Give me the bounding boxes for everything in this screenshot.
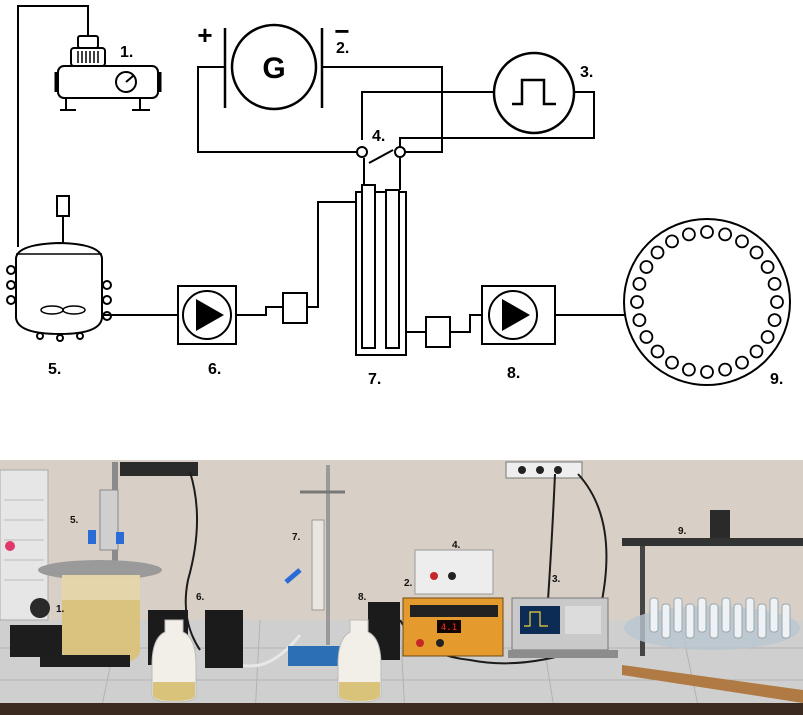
label-power-source: 2.	[336, 40, 349, 57]
sample-vial	[745, 597, 755, 633]
photo-label-reactor: 5.	[70, 515, 79, 526]
electrochemical-cell-icon	[355, 184, 407, 356]
sample-slot	[665, 355, 679, 370]
tube-filter-to-cell	[307, 201, 356, 308]
sample-slot	[760, 330, 775, 344]
label-sampler: 9.	[770, 371, 783, 388]
photo-label-signal-generator: 3.	[552, 574, 561, 585]
sample-slot	[639, 330, 654, 344]
photo-label-pump-out: 8.	[358, 592, 367, 603]
photo-cell	[284, 465, 348, 666]
label-reactor: 5.	[48, 361, 61, 378]
photo-label-cell: 7.	[292, 532, 301, 543]
photo-label-air-pump: 1.	[56, 604, 65, 615]
sample-slot	[735, 355, 749, 370]
sample-slot	[718, 362, 732, 377]
photo-label-pump-in: 6.	[196, 592, 205, 603]
air-pump-icon	[54, 35, 162, 111]
sample-vial	[721, 597, 731, 633]
sample-slot	[760, 260, 775, 274]
sample-vial	[697, 597, 707, 633]
photo-label-sampler: 9.	[678, 526, 687, 537]
generator-symbol: G	[262, 52, 285, 85]
tube-pump6-to-filter	[236, 306, 283, 316]
photo-bottle-6	[151, 619, 197, 703]
signal-wire-left	[361, 91, 493, 140]
sample-slot	[700, 365, 714, 379]
sample-vial	[733, 603, 743, 639]
signal-wire-right	[399, 91, 595, 150]
sample-slot	[767, 276, 782, 291]
sample-slot	[700, 225, 714, 239]
photo-power-display: 4.1	[441, 623, 457, 633]
sample-vial	[769, 597, 779, 633]
sample-slot	[665, 234, 679, 249]
label-pump-out: 8.	[507, 365, 520, 382]
sample-vial	[685, 603, 695, 639]
sample-slot	[630, 295, 644, 309]
label-pump-in: 6.	[208, 361, 221, 378]
sample-slot	[632, 276, 647, 291]
sample-vial	[781, 603, 791, 639]
autosampler-icon	[623, 218, 791, 386]
generator-positive-wire	[197, 66, 360, 153]
generator-icon: G + −	[197, 16, 350, 111]
sample-vial	[709, 603, 719, 639]
sample-slot	[650, 245, 665, 260]
photo-bottle-8	[337, 619, 382, 703]
sample-slot	[735, 234, 749, 249]
sample-slot	[749, 245, 764, 260]
pump-8-icon	[481, 285, 556, 345]
sample-vial	[649, 597, 659, 633]
photo-power-source: 4.1	[402, 597, 504, 657]
tube-filter-to-pump8	[450, 314, 482, 333]
sample-slot	[682, 227, 696, 242]
minus-sign: −	[334, 16, 349, 46]
generator-negative-wire	[322, 66, 443, 153]
filter-6-icon	[282, 292, 308, 324]
sample-slot	[749, 344, 764, 359]
wall-socket-left	[120, 462, 198, 476]
sample-vial	[757, 603, 767, 639]
switch-icon	[356, 146, 406, 158]
sample-slot	[767, 313, 782, 328]
sample-slot	[632, 313, 647, 328]
photo-label-switch: 4.	[452, 540, 461, 551]
label-air-pump: 1.	[120, 44, 133, 61]
sample-slot	[770, 295, 784, 309]
square-wave-generator-icon	[492, 51, 576, 135]
photo-reactor	[38, 462, 162, 667]
sample-slot	[650, 344, 665, 359]
photo-label-power-source: 2.	[404, 578, 413, 589]
photo-air-pump	[10, 598, 62, 657]
plus-sign: +	[197, 20, 212, 50]
photo-pump-6	[148, 610, 243, 668]
sample-slot	[718, 227, 732, 242]
sample-slot	[682, 362, 696, 377]
air-line	[17, 5, 89, 247]
setup-photo: 4.1 1. 2. 3. 4. 5. 6. 7. 8. 9.	[0, 460, 803, 715]
process-schematic: G + −	[6, 5, 791, 388]
photo-signal-generator	[508, 597, 618, 658]
filter-8-icon	[425, 316, 451, 348]
label-switch: 4.	[372, 128, 385, 145]
sample-vial	[661, 603, 671, 639]
label-cell: 7.	[368, 371, 381, 388]
sample-slot	[639, 260, 654, 274]
switch-lever	[368, 149, 394, 164]
pump-6-icon	[177, 285, 237, 345]
photo-switch-box	[414, 549, 494, 595]
reactor-icon	[6, 195, 112, 342]
photo-autosampler	[622, 510, 803, 703]
label-signal-generator: 3.	[580, 64, 593, 81]
sample-vial	[673, 597, 683, 633]
